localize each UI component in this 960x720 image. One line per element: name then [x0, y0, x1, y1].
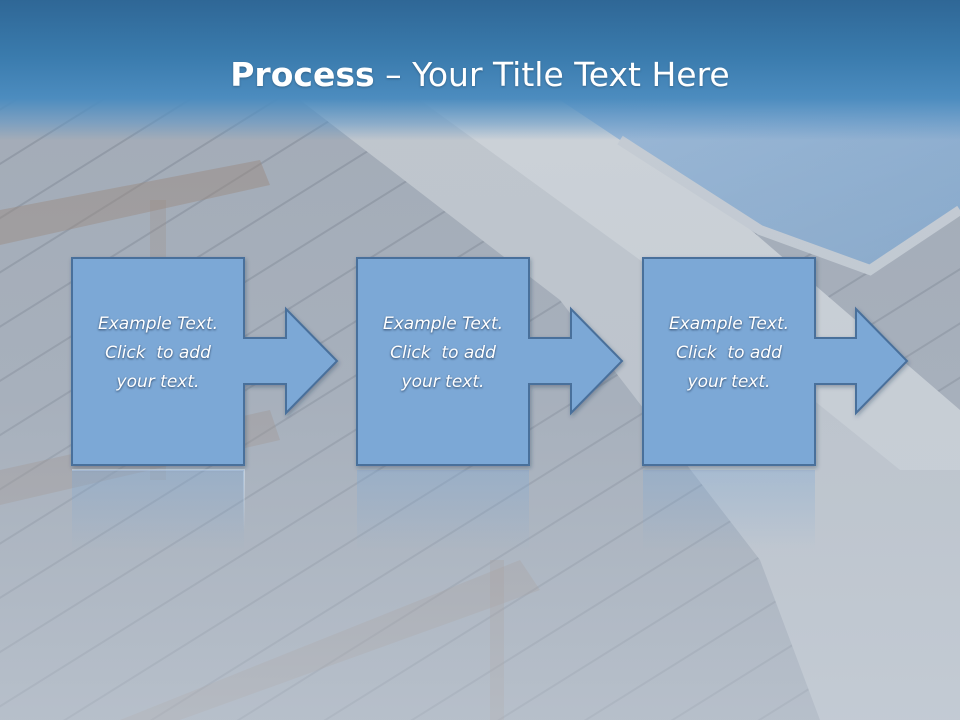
step-2-line-2: Click to add	[390, 343, 496, 363]
step-shape-3[interactable]	[642, 257, 909, 466]
title-bold: Process	[230, 55, 375, 94]
shape-reflections	[72, 469, 815, 550]
title-band	[0, 0, 960, 140]
title-separator: –	[374, 55, 413, 94]
slide-title[interactable]: Process – Your Title Text Here	[0, 52, 960, 98]
step-shape-2[interactable]	[356, 257, 624, 466]
step-2-line-3: your text.	[401, 372, 485, 392]
step-shape-1[interactable]	[71, 257, 339, 466]
step-1-line-1: Example Text.	[97, 314, 219, 334]
step-2-line-1: Example Text.	[382, 314, 504, 334]
step-3-line-1: Example Text.	[668, 314, 790, 334]
step-text-1[interactable]: Example Text. Click to add your text.	[72, 310, 244, 397]
step-3-line-2: Click to add	[676, 343, 782, 363]
step-text-2[interactable]: Example Text. Click to add your text.	[357, 310, 529, 397]
step-3-line-3: your text.	[687, 372, 771, 392]
step-1-line-3: your text.	[116, 372, 200, 392]
title-rest: Your Title Text Here	[412, 55, 730, 94]
step-1-line-2: Click to add	[105, 343, 211, 363]
step-text-3[interactable]: Example Text. Click to add your text.	[643, 310, 815, 397]
